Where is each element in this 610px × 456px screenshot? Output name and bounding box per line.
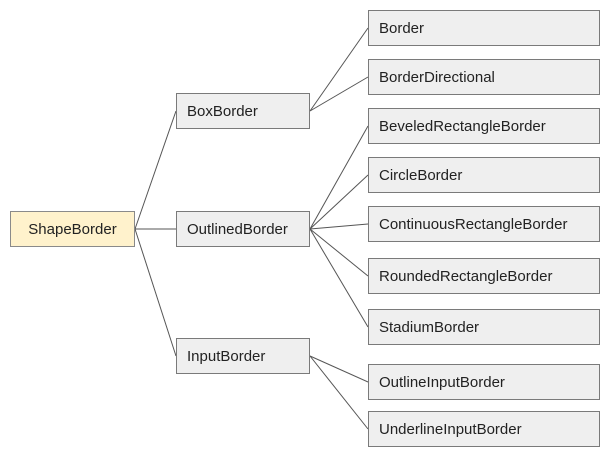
node-boxborder: BoxBorder (176, 93, 310, 129)
node-shapeborder: ShapeBorder (10, 211, 135, 247)
node-outlineinputborder: OutlineInputBorder (368, 364, 600, 400)
edge-boxborder-borderdirectional (309, 76, 369, 112)
edge-outlinedborder-beveled (309, 125, 369, 230)
edge-shapeborder-inputborder (134, 228, 177, 357)
edge-outlinedborder-rounded (309, 228, 369, 277)
node-outlinedborder: OutlinedBorder (176, 211, 310, 247)
node-border: Border (368, 10, 600, 46)
edge-inputborder-underline (309, 355, 369, 430)
node-underlineinputborder: UnderlineInputBorder (368, 411, 600, 447)
node-circleborder: CircleBorder (368, 157, 600, 193)
node-roundedrectangleborder: RoundedRectangleBorder (368, 258, 600, 294)
edge-outlinedborder-continuous (309, 223, 369, 230)
edge-inputborder-outline (309, 355, 369, 383)
node-continuousrectangleborder: ContinuousRectangleBorder (368, 206, 600, 242)
node-inputborder: InputBorder (176, 338, 310, 374)
node-beveledrectangleborder: BeveledRectangleBorder (368, 108, 600, 144)
edge-outlinedborder-circle (309, 174, 369, 230)
edge-outlinedborder-stadium (309, 228, 369, 328)
node-stadiumborder: StadiumBorder (368, 309, 600, 345)
edge-shapeborder-boxborder (134, 110, 177, 230)
edge-boxborder-border (309, 27, 369, 112)
node-borderdirectional: BorderDirectional (368, 59, 600, 95)
